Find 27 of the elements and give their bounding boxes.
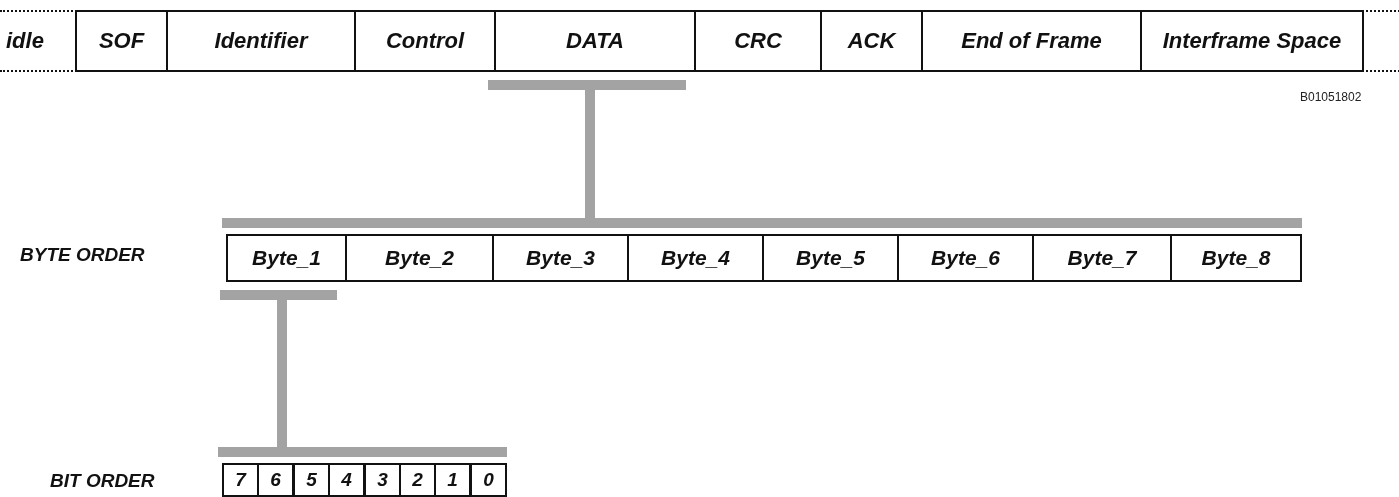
bit-field: 7 [222,463,259,497]
frame-field: End of Frame [921,10,1142,72]
byte-field: Byte_4 [627,234,764,282]
bit-field: 3 [364,463,401,497]
frame-field: SOF [75,10,168,72]
bit-field: 6 [257,463,294,497]
frame-field: Interframe Space [1140,10,1364,72]
frame-field: ACK [820,10,923,72]
byte-field: Byte_7 [1032,234,1172,282]
bit-field: 4 [328,463,365,497]
frame-field: Identifier [166,10,356,72]
row-label: BYTE ORDER [20,244,145,266]
byte-field: Byte_3 [492,234,629,282]
byte-field: Byte_6 [897,234,1034,282]
bit-field: 5 [293,463,330,497]
byte-field: Byte_1 [226,234,347,282]
row-label: BIT ORDER [50,470,155,492]
bit-field: 1 [434,463,471,497]
byte-field: Byte_2 [345,234,494,282]
byte-field: Byte_5 [762,234,899,282]
frame-field: DATA [494,10,696,72]
bit-field: 2 [399,463,436,497]
bit-field: 0 [470,463,507,497]
frame-field: Control [354,10,496,72]
frame-field: CRC [694,10,822,72]
byte-field: Byte_8 [1170,234,1302,282]
figure-code: B01051802 [1300,90,1362,104]
